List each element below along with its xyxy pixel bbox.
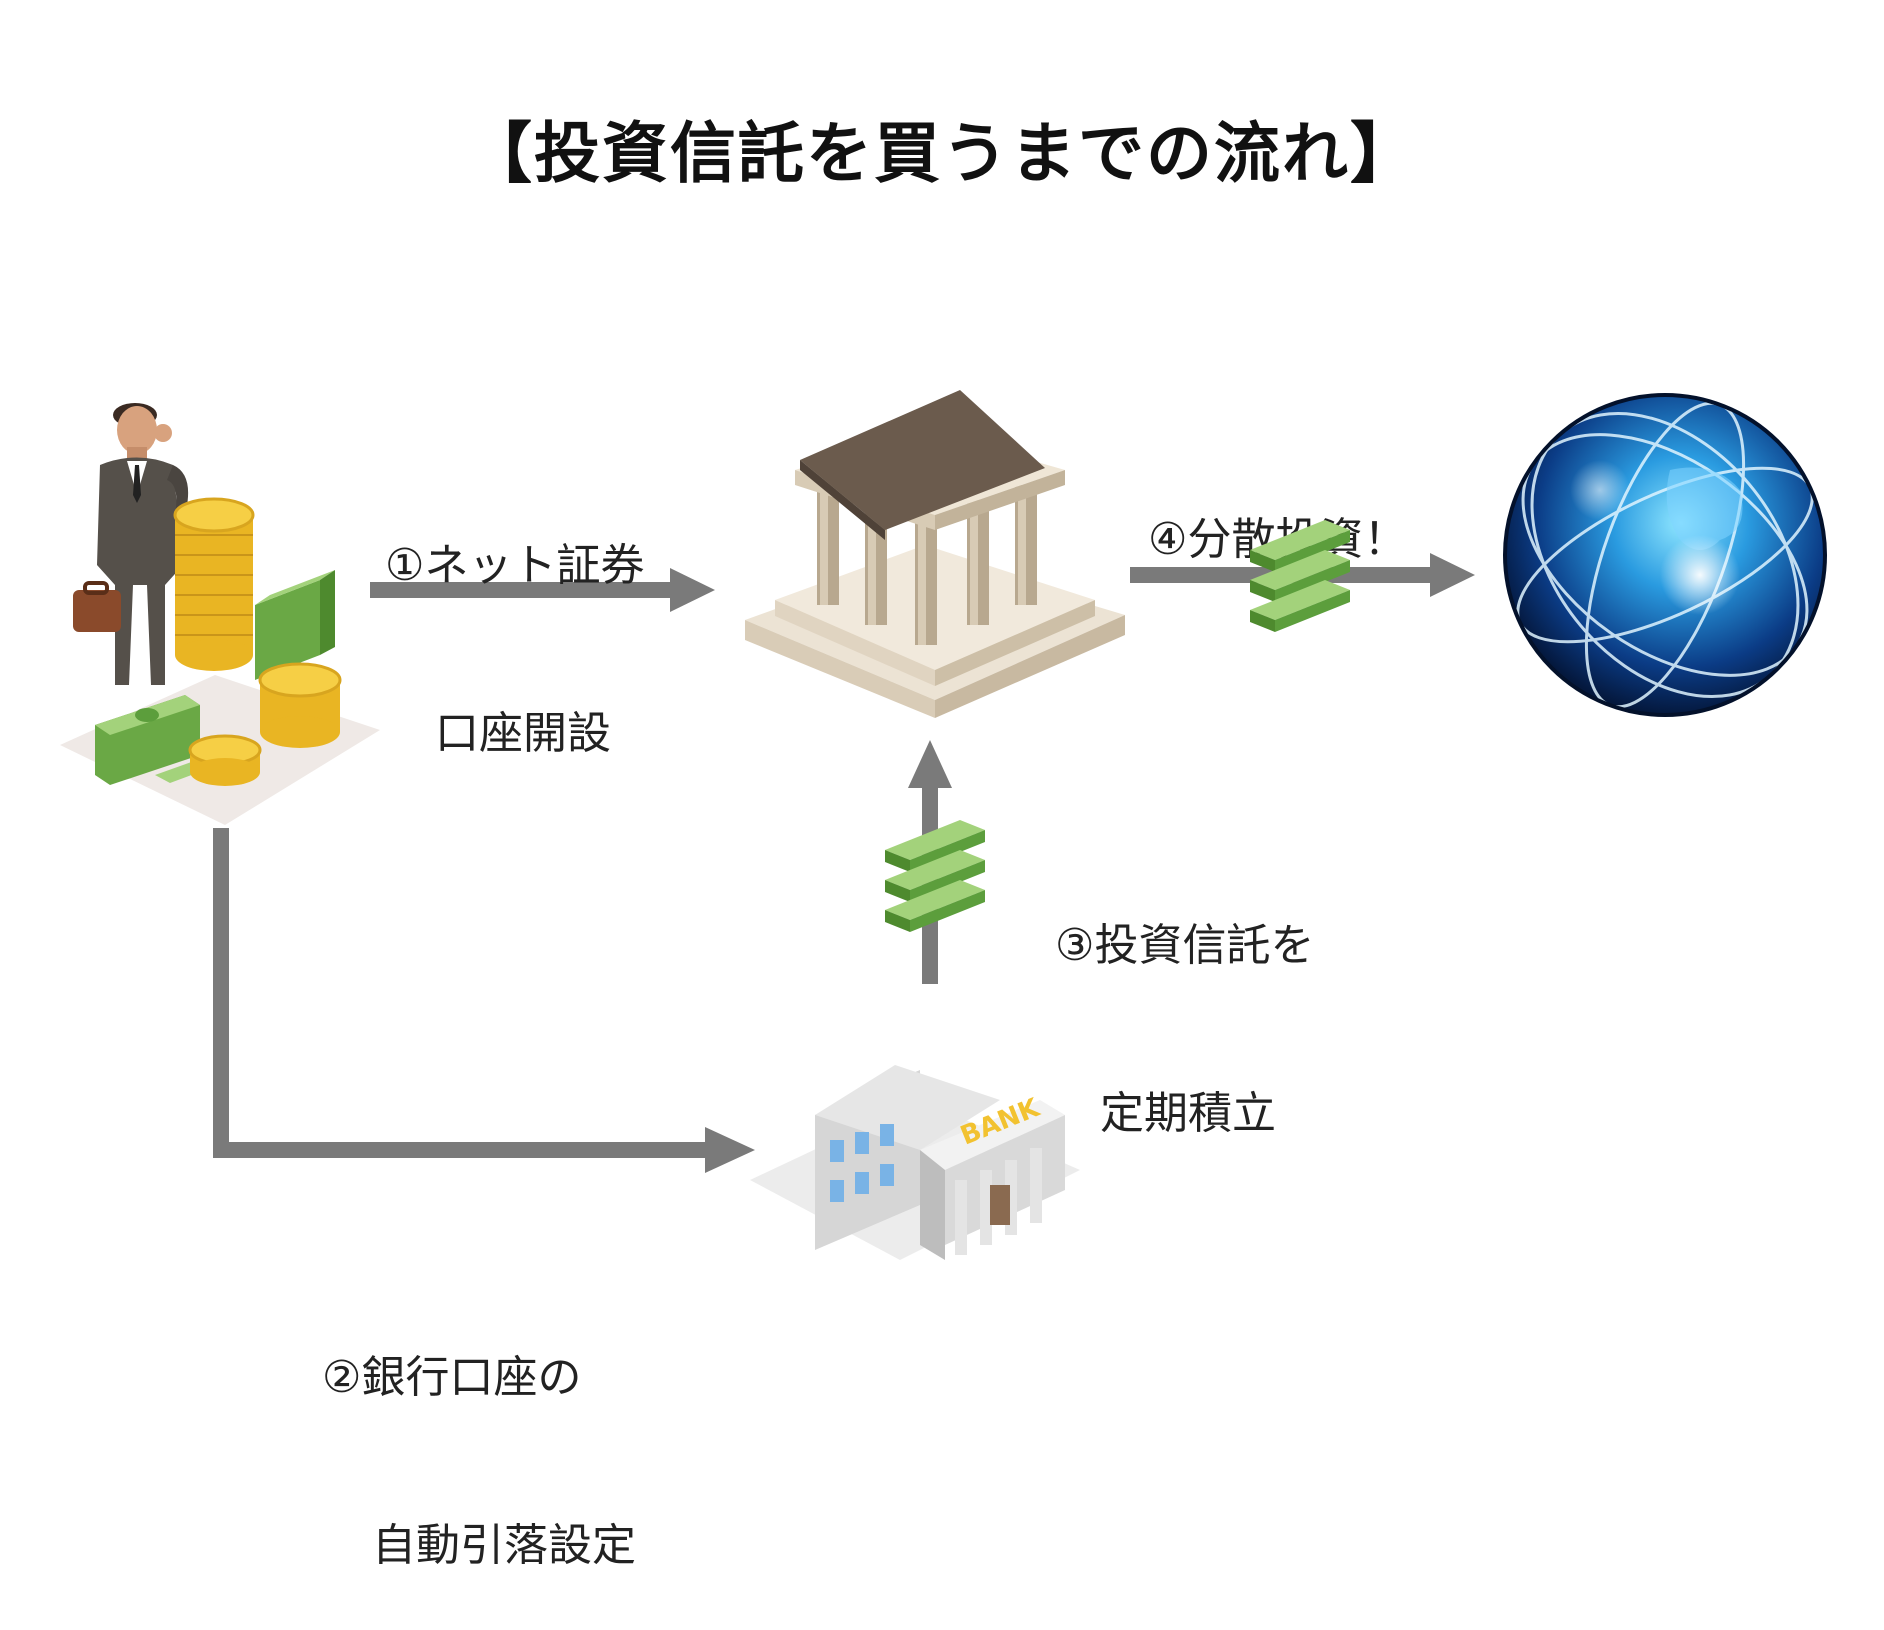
step3-line1: ③投資信託を xyxy=(1055,920,1315,971)
step1-line2: 口座開設 xyxy=(435,708,611,759)
arrow-investor-to-securities xyxy=(370,568,715,612)
investor-with-money-icon xyxy=(60,403,380,825)
cash-stack-icon-step3 xyxy=(885,820,985,932)
cash-stack-icon-step4 xyxy=(1250,520,1350,632)
page-title: 【投資信託を買うまでの流れ】 xyxy=(466,115,1418,192)
globe-icon xyxy=(1503,393,1827,717)
securities-company-building-icon xyxy=(745,390,1125,718)
step2-line1: ②銀行口座の xyxy=(322,1352,582,1403)
step1-line1: ①ネット証券 xyxy=(385,540,645,591)
step2-line2: 自動引落設定 xyxy=(372,1520,636,1571)
step3-label: ③投資信託を 定期積立 xyxy=(1055,806,1314,1198)
bank-building-icon: BANK xyxy=(750,1065,1080,1260)
step2-label: ②銀行口座の 自動引落設定 xyxy=(322,1238,636,1630)
arrow-investor-to-bank xyxy=(213,828,755,1173)
step1-label: ①ネット証券 口座開設 xyxy=(385,426,644,818)
step3-line2: 定期積立 xyxy=(1100,1088,1276,1139)
